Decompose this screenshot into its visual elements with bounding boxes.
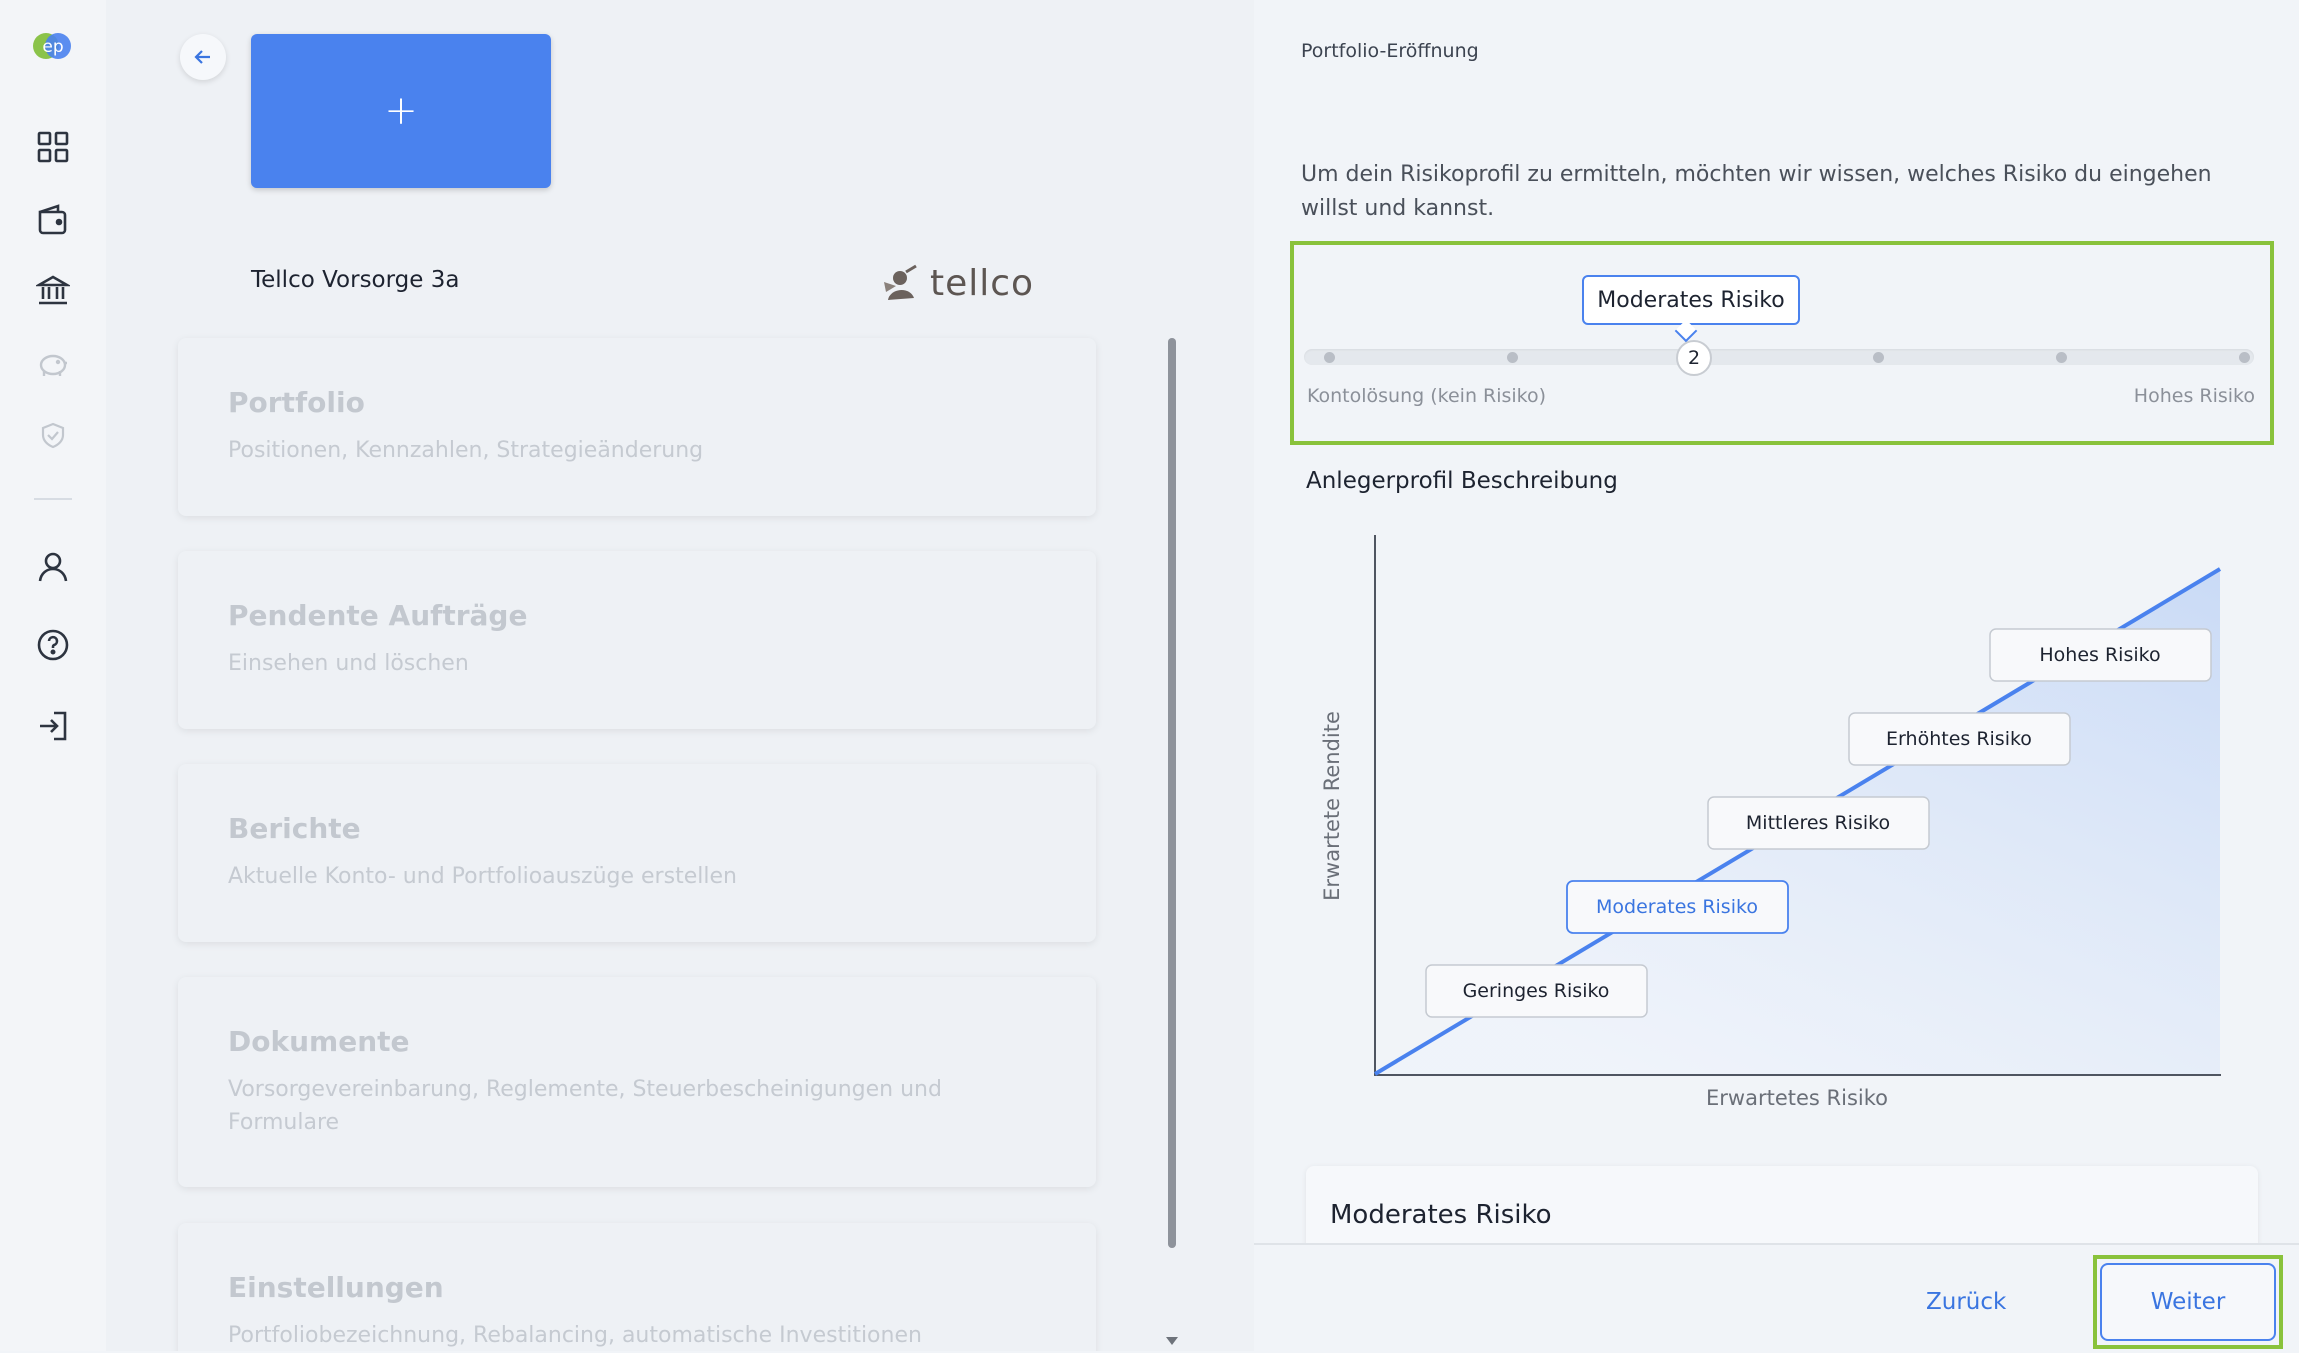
profile-detail-title: Moderates Risiko xyxy=(1330,1200,1552,1230)
menu-card-settings[interactable]: Einstellungen Portfoliobezeichnung, Reba… xyxy=(178,1223,1096,1351)
menu-subtitle: Aktuelle Konto- und Portfolioauszüge ers… xyxy=(228,864,737,889)
intro-text: Um dein Risikoprofil zu ermitteln, möcht… xyxy=(1301,162,2212,221)
menu-card-pending-orders[interactable]: Pendente Aufträge Einsehen und löschen xyxy=(178,551,1096,729)
slider-min-label: Kontolösung (kein Risiko) xyxy=(1307,385,1547,407)
risk-slider: Moderates Risiko 2 Kontolösung (kein Ris… xyxy=(1290,241,2274,445)
section-title: Anlegerprofil Beschreibung xyxy=(1306,468,1618,494)
svg-text:Mittleres Risiko: Mittleres Risiko xyxy=(1746,812,1890,834)
level-erhoehtes-risiko[interactable]: Erhöhtes Risiko xyxy=(1848,712,2071,766)
x-axis-label: Erwartetes Risiko xyxy=(1706,1086,1888,1110)
level-mittleres-risiko[interactable]: Mittleres Risiko xyxy=(1707,796,1930,850)
slider-tick[interactable] xyxy=(1873,352,1884,363)
menu-card-documents[interactable]: Dokumente Vorsorgevereinbarung, Reglemen… xyxy=(178,977,1096,1187)
svg-text:Hohes Risiko: Hohes Risiko xyxy=(2039,644,2160,666)
weiter-button[interactable]: Weiter xyxy=(2100,1263,2276,1341)
menu-card-reports[interactable]: Berichte Aktuelle Konto- und Portfolioau… xyxy=(178,764,1096,942)
slider-tooltip: Moderates Risiko xyxy=(1582,275,1800,325)
svg-text:Geringes Risiko: Geringes Risiko xyxy=(1463,980,1610,1002)
menu-subtitle: Portfoliobezeichnung, Rebalancing, autom… xyxy=(228,1323,922,1348)
level-moderates-risiko[interactable]: Moderates Risiko xyxy=(1566,880,1789,934)
tellco-mascot-icon xyxy=(884,264,917,300)
logout-icon[interactable] xyxy=(33,706,73,746)
risk-return-diagram: Erwartete Rendite Erwartetes Risiko Geri… xyxy=(1320,535,2222,1110)
rail-divider xyxy=(34,498,72,500)
dashboard-icon[interactable] xyxy=(33,127,73,167)
menu-subtitle: Vorsorgevereinbarung, Reglemente, Steuer… xyxy=(228,1077,942,1135)
scrollbar-thumb[interactable] xyxy=(1168,338,1176,1248)
menu-subtitle: Positionen, Kennzahlen, Strategieänderun… xyxy=(228,438,704,463)
menu-title: Portfolio xyxy=(228,386,365,419)
slider-tick[interactable] xyxy=(1507,352,1518,363)
menu-subtitle: Einsehen und löschen xyxy=(228,651,469,676)
svg-text:Moderates Risiko: Moderates Risiko xyxy=(1596,896,1758,918)
menu-card-portfolio[interactable]: Portfolio Positionen, Kennzahlen, Strate… xyxy=(178,338,1096,516)
back-button[interactable] xyxy=(180,34,226,80)
slider-tick[interactable] xyxy=(1324,352,1335,363)
next-button-highlight xyxy=(2093,1255,2283,1349)
slider-tick[interactable] xyxy=(2056,352,2067,363)
slider-track[interactable] xyxy=(1304,349,2254,365)
level-geringes-risiko[interactable]: Geringes Risiko xyxy=(1425,964,1648,1018)
add-portfolio-card[interactable]: + xyxy=(251,34,551,188)
menu-title: Dokumente xyxy=(228,1025,410,1058)
breadcrumb: Portfolio-Eröffnung xyxy=(1301,40,1479,62)
scroll-down-icon[interactable] xyxy=(1166,1337,1178,1345)
shield-icon[interactable] xyxy=(33,415,73,455)
svg-text:Erhöhtes Risiko: Erhöhtes Risiko xyxy=(1886,728,2032,750)
menu-title: Pendente Aufträge xyxy=(228,599,528,632)
account-name: Tellco Vorsorge 3a xyxy=(251,267,460,293)
arrow-left-icon xyxy=(194,50,210,64)
bank-icon[interactable] xyxy=(33,270,73,310)
slider-tick[interactable] xyxy=(2239,352,2250,363)
menu-title: Einstellungen xyxy=(228,1271,444,1304)
icon-rail: ep xyxy=(0,0,108,1351)
menu-title: Berichte xyxy=(228,812,361,845)
help-icon[interactable] xyxy=(33,625,73,665)
footer-bar: Zurück Weiter xyxy=(1254,1243,2299,1353)
app-logo[interactable]: ep xyxy=(32,30,74,62)
svg-text:ep: ep xyxy=(42,37,63,57)
wallet-icon[interactable] xyxy=(33,199,73,239)
plus-icon: + xyxy=(384,88,418,134)
slider-thumb[interactable]: 2 xyxy=(1676,340,1712,376)
risk-profile-panel: Portfolio-Eröffnung Um dein Risikoprofil… xyxy=(1254,0,2299,1353)
slider-max-label: Hohes Risiko xyxy=(2133,385,2255,407)
piggy-bank-icon[interactable] xyxy=(33,344,73,384)
account-panel: + Tellco Vorsorge 3a tellco Portfolio Po… xyxy=(106,0,1254,1351)
tellco-logo: tellco xyxy=(880,258,1070,308)
user-icon[interactable] xyxy=(33,547,73,587)
y-axis-label: Erwartete Rendite xyxy=(1320,711,1344,901)
level-hohes-risiko[interactable]: Hohes Risiko xyxy=(1989,628,2212,682)
zurueck-button[interactable]: Zurück xyxy=(1926,1289,2007,1315)
